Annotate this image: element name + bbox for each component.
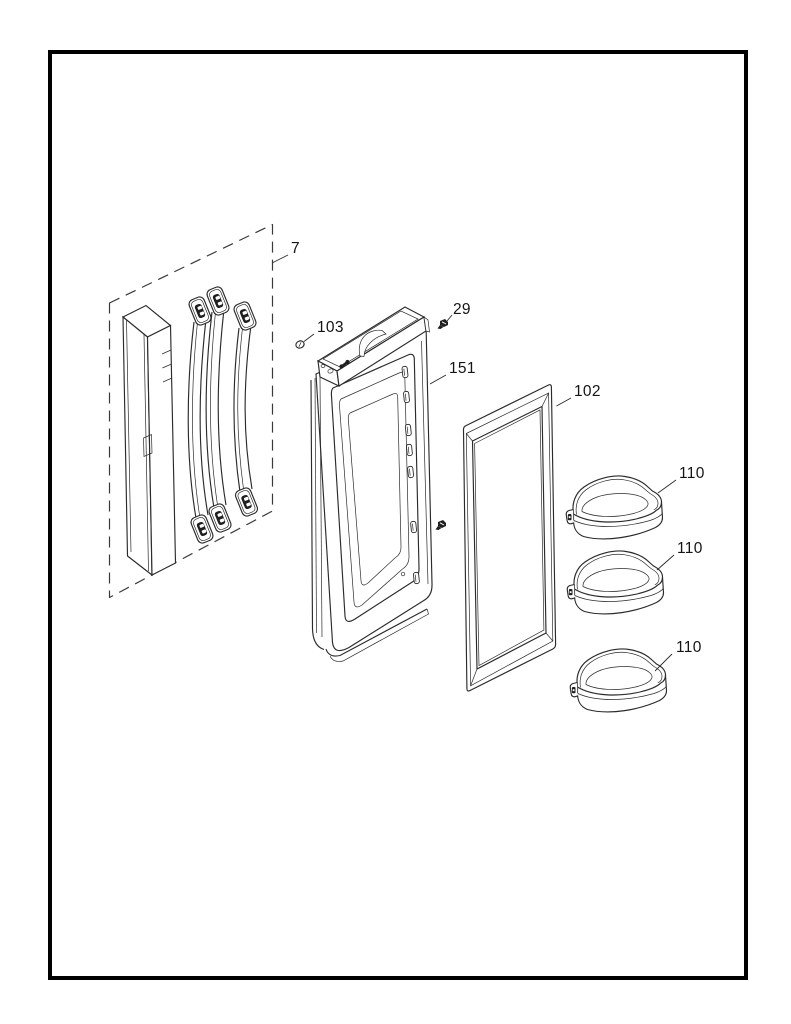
door-panel-drawing [310, 306, 433, 662]
door-top-cap [316, 306, 430, 387]
diagram-border [48, 50, 748, 980]
door-handle-1 [188, 295, 215, 544]
trim-panel-drawing [121, 304, 177, 577]
callout-labels: 7 103 29 151 102 110 110 110 [291, 240, 705, 656]
door-gasket-drawing [462, 384, 557, 692]
callout-bin-middle: 110 [677, 540, 703, 557]
door-bin-bottom-drawing [569, 648, 668, 713]
callout-screw: 29 [453, 301, 471, 318]
cap-clip-icon [339, 359, 350, 369]
door-bin-top-drawing [565, 475, 664, 540]
screw-top-drawing [437, 318, 449, 330]
door-bin-middle-drawing [566, 550, 665, 615]
callout-leader-lines [271, 254, 677, 672]
screw-middle-drawing [435, 519, 447, 531]
door-handle-2 [206, 285, 233, 533]
callout-handle-kit: 7 [291, 240, 300, 257]
callout-cap-plug: 103 [317, 319, 344, 336]
callout-door-gasket: 102 [574, 383, 601, 400]
door-handles-drawing [188, 285, 259, 544]
callout-bin-bottom: 110 [676, 639, 702, 656]
callout-bin-top: 110 [679, 465, 705, 482]
callout-door-panel: 151 [449, 360, 476, 377]
plug-grommet-drawing [295, 340, 305, 349]
door-handle-3 [233, 300, 259, 517]
